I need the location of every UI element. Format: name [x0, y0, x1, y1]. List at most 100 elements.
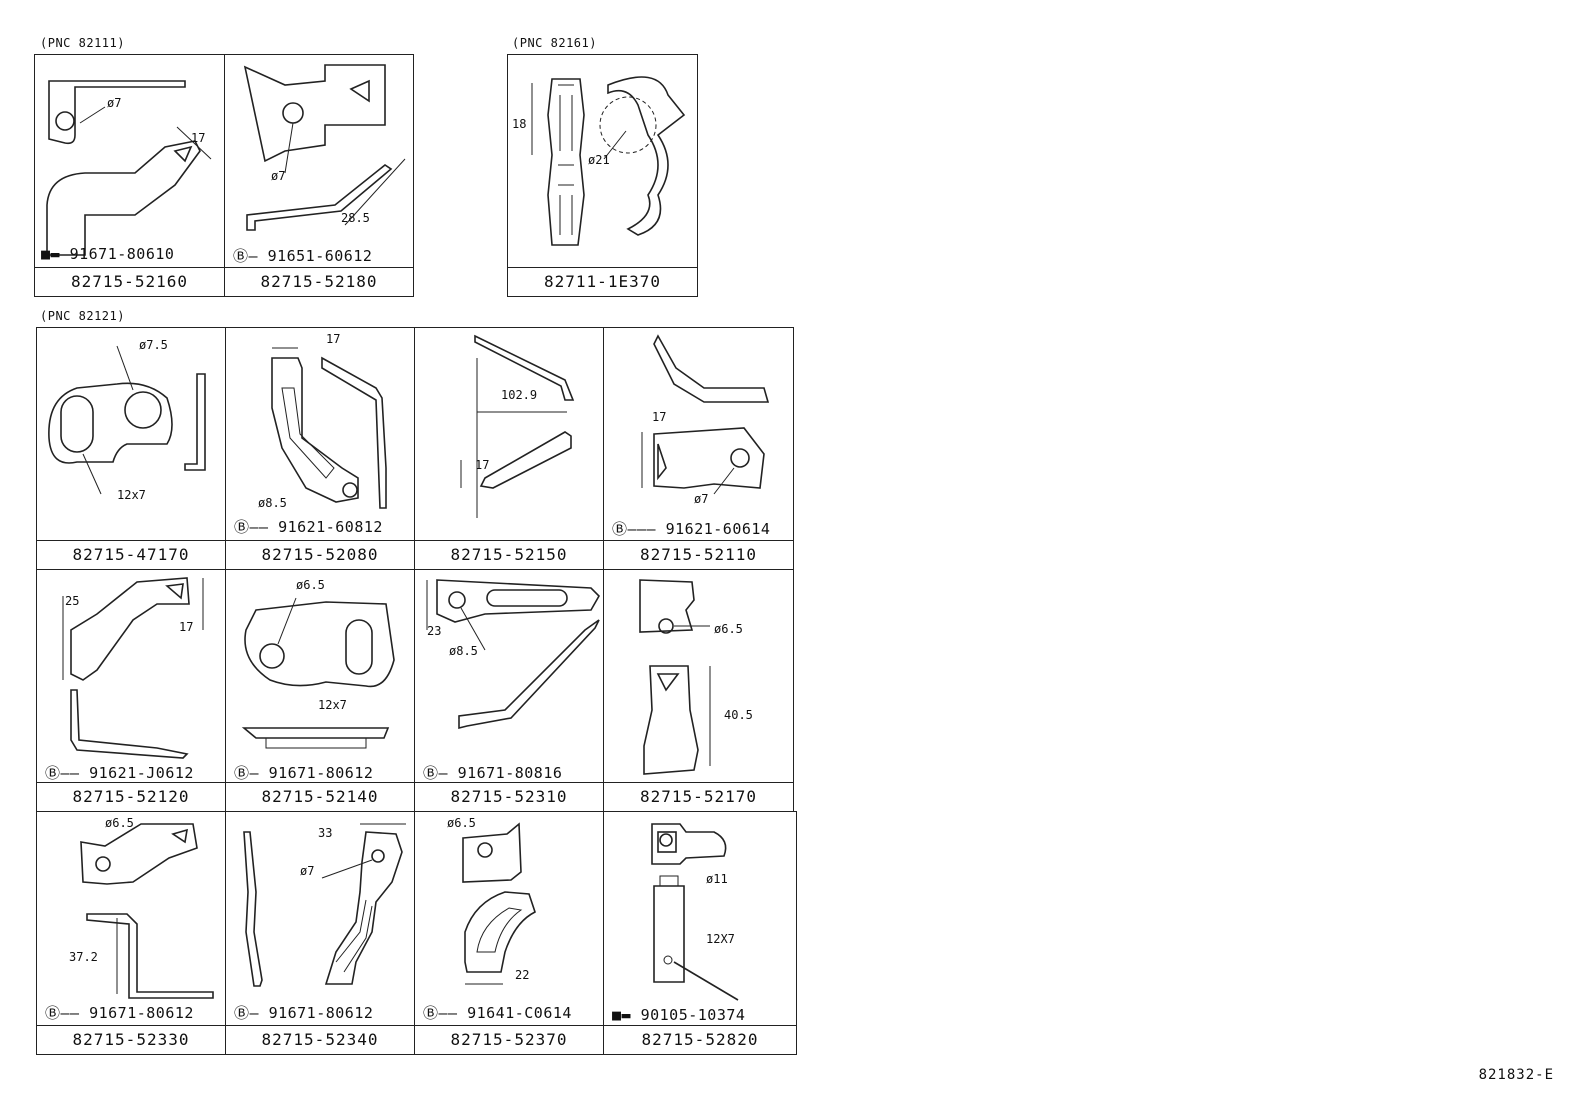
clip-drawing [651, 823, 739, 1001]
bracket-drawing [639, 579, 711, 775]
part-cell-82711-1E370[interactable]: 18 ø21 82711-1E370 [507, 54, 698, 297]
bolt-callout: ■▬ 90105-10374 [612, 1006, 746, 1024]
part-number: 82715-52150 [415, 540, 603, 569]
bolt-callout: Ⓑ—— 91621-J0612 [45, 764, 194, 782]
circled-b-icon: Ⓑ— [234, 1004, 260, 1022]
dim-label: ø6.5 [447, 816, 476, 830]
dim-label: 17 [191, 131, 206, 145]
bracket-drawing [462, 822, 536, 985]
bolt-callout: ■▬ 91671-80610 [41, 245, 175, 263]
part-number: 82715-52140 [226, 782, 414, 811]
group-label-82121: (PNC 82121) [40, 309, 125, 323]
bolt-callout: Ⓑ—— 91671-80612 [45, 1004, 194, 1022]
dim-label: 22 [515, 968, 530, 982]
dim-label: ø7 [107, 96, 122, 110]
dim-label: ø8.5 [449, 644, 478, 658]
part-cell-82715-52330[interactable]: ø6.5 37.2 Ⓑ—— 91671-80612 82715-52330 [36, 811, 226, 1055]
bracket-drawing [641, 334, 770, 495]
part-cell-82715-52170[interactable]: ø6.5 40.5 82715-52170 [603, 569, 794, 812]
dim-label: 28.5 [341, 211, 370, 225]
part-number: 82715-52180 [225, 267, 413, 296]
dim-label: ø11 [706, 872, 728, 886]
part-number: 82715-47170 [37, 540, 225, 569]
part-cell-82715-47170[interactable]: ø7.5 12x7 82715-47170 [36, 327, 226, 570]
dim-label: ø6.5 [105, 816, 134, 830]
group-label-82111: (PNC 82111) [40, 36, 125, 50]
bracket-drawing [241, 597, 395, 749]
dim-label: 33 [318, 826, 333, 840]
part-number: 82715-52120 [37, 782, 225, 811]
part-cell-82715-52110[interactable]: 17 ø7 Ⓑ——— 91621-60614 82715-52110 [603, 327, 794, 570]
part-number: 82715-52340 [226, 1025, 414, 1054]
part-cell-82715-52340[interactable]: 33 ø7 Ⓑ— 91671-80612 82715-52340 [225, 811, 415, 1055]
dim-label: 18 [512, 117, 527, 131]
circled-b-icon: Ⓑ——— [612, 520, 657, 538]
bolt-callout: Ⓑ—— 91621-60812 [234, 518, 383, 536]
circled-b-icon: Ⓑ—— [45, 764, 80, 782]
part-cell-82715-52140[interactable]: ø6.5 12x7 Ⓑ— 91671-80612 82715-52140 [225, 569, 415, 812]
dim-label: 12x7 [117, 488, 146, 502]
bracket-drawing [243, 64, 406, 231]
bolt-callout: Ⓑ— 91671-80612 [234, 764, 374, 782]
part-number: 82715-52110 [604, 540, 793, 569]
circled-b-icon: Ⓑ—— [423, 1004, 458, 1022]
part-cell-82715-52180[interactable]: ø7 28.5 Ⓑ— 91651-60612 82715-52180 [224, 54, 414, 297]
part-cell-82715-52310[interactable]: 23 ø8.5 Ⓑ— 91671-80816 82715-52310 [414, 569, 604, 812]
dim-label: ø21 [588, 153, 610, 167]
bracket-drawing [426, 579, 600, 730]
part-number: 82715-52310 [415, 782, 603, 811]
clip-drawing [531, 76, 686, 246]
dim-label: 17 [475, 458, 490, 472]
dim-label: ø7 [271, 169, 286, 183]
bolt-callout: Ⓑ— 91651-60612 [233, 247, 373, 265]
part-number: 82715-52160 [35, 267, 224, 296]
circled-b-icon: Ⓑ—— [234, 518, 269, 536]
group-label-82161: (PNC 82161) [512, 36, 597, 50]
bolt-callout: Ⓑ— 91671-80816 [423, 764, 563, 782]
dim-label: 17 [179, 620, 194, 634]
part-number: 82711-1E370 [508, 267, 697, 296]
part-number: 82715-52820 [604, 1025, 796, 1054]
dim-label: ø6.5 [714, 622, 743, 636]
part-cell-82715-52150[interactable]: 102.9 17 82715-52150 [414, 327, 604, 570]
dim-label: 23 [427, 624, 442, 638]
dim-label: ø7 [694, 492, 709, 506]
bolt-callout: Ⓑ—— 91641-C0614 [423, 1004, 572, 1022]
dim-label: ø7.5 [139, 338, 168, 352]
part-number: 82715-52080 [226, 540, 414, 569]
dim-label: 40.5 [724, 708, 753, 722]
dim-label: 102.9 [501, 388, 538, 402]
part-cell-82715-52160[interactable]: ø7 17 ■▬ 91671-80610 82715-52160 [34, 54, 225, 297]
bracket-drawing [62, 577, 204, 759]
bracket-drawing [48, 345, 206, 495]
circled-b-icon: Ⓑ— [423, 764, 449, 782]
dim-label: ø7 [300, 864, 315, 878]
dim-label: ø8.5 [258, 496, 287, 510]
diagram-reference-code: 821832-E [1478, 1067, 1554, 1083]
circled-b-icon: Ⓑ— [234, 764, 260, 782]
dim-label: 12x7 [318, 698, 347, 712]
bracket-drawing [460, 334, 575, 518]
bracket-drawing [80, 823, 214, 999]
part-number: 82715-52370 [415, 1025, 603, 1054]
screw-icon: ■▬ [41, 245, 61, 263]
dim-label: 37.2 [69, 950, 98, 964]
bracket-drawing [271, 347, 387, 509]
dim-label: 12X7 [706, 932, 735, 946]
part-cell-82715-52820[interactable]: ø11 12X7 ■▬ 90105-10374 82715-52820 [603, 811, 797, 1055]
circled-b-icon: Ⓑ— [233, 247, 259, 265]
dim-label: ø6.5 [296, 578, 325, 592]
dim-label: 17 [326, 332, 341, 346]
screw-icon: ■▬ [612, 1006, 632, 1024]
bolt-callout: Ⓑ——— 91621-60614 [612, 520, 771, 538]
dim-label: 17 [652, 410, 667, 424]
circled-b-icon: Ⓑ—— [45, 1004, 80, 1022]
part-number: 82715-52330 [37, 1025, 225, 1054]
part-number: 82715-52170 [604, 782, 793, 811]
bolt-callout: Ⓑ— 91671-80612 [234, 1004, 374, 1022]
part-cell-82715-52370[interactable]: ø6.5 22 Ⓑ—— 91641-C0614 82715-52370 [414, 811, 604, 1055]
bracket-drawing [243, 823, 406, 987]
bracket-drawing [46, 80, 212, 256]
part-cell-82715-52120[interactable]: 25 17 Ⓑ—— 91621-J0612 82715-52120 [36, 569, 226, 812]
part-cell-82715-52080[interactable]: 17 ø8.5 Ⓑ—— 91621-60812 82715-52080 [225, 327, 415, 570]
